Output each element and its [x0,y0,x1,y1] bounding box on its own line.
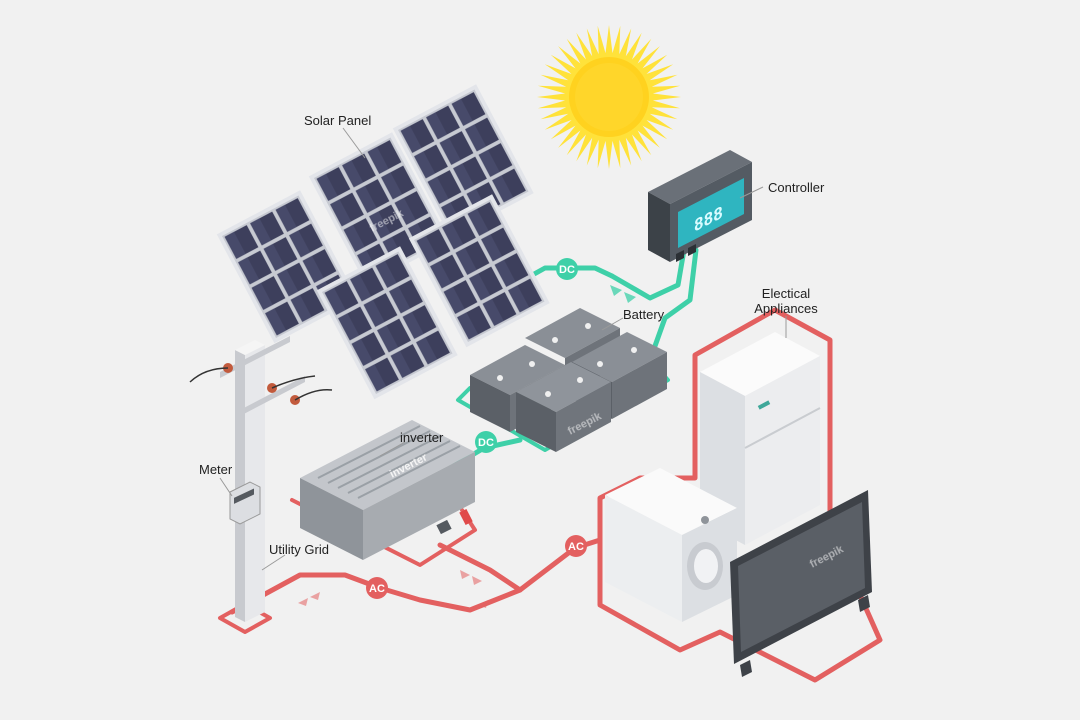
utility-pole [189,336,333,622]
label-meter: Meter [199,462,233,477]
label-appliances-line1: Electical [761,286,811,301]
badge-dc-top-text: DC [559,264,575,276]
label-controller: Controller [768,180,825,195]
washing-machine [605,468,737,622]
label-battery: Battery [623,307,665,322]
ac-flow-arrows [298,570,488,608]
label-utility-grid: Utility Grid [269,542,329,557]
inverter-fins [317,425,461,499]
solar-panel-4 [316,246,458,400]
power-lines [189,367,333,401]
solar-panel-3 [392,84,534,238]
badge-ac-right-text: AC [568,541,584,553]
refrigerator [700,332,821,545]
battery-bank [470,308,667,452]
sun-icon [537,25,681,169]
label-inverter: inverter [400,430,444,445]
meter-icon [229,481,261,525]
badge-dc-top: DC [556,258,578,280]
battery-terminals [497,323,637,397]
solar-panel-array [216,84,550,400]
badge-ac-right: AC [565,535,587,557]
badge-ac-left: AC [366,577,388,599]
label-appliances-line2: Appliances [754,301,818,316]
television [730,490,872,677]
badge-dc-bottom: DC [475,431,497,453]
charge-controller: 888 [648,150,752,262]
solar-panel-1 [216,190,358,344]
label-solar-panel: Solar Panel [304,113,372,128]
badge-dc-bottom-text: DC [478,437,494,449]
solar-panel-5 [408,194,550,348]
label-electrical-appliances: Electical Appliances [746,286,826,316]
battery-4 [516,362,611,452]
badge-ac-left-text: AC [369,583,385,595]
inverter-unit: inverter [300,420,475,560]
label-leaders [219,127,787,571]
